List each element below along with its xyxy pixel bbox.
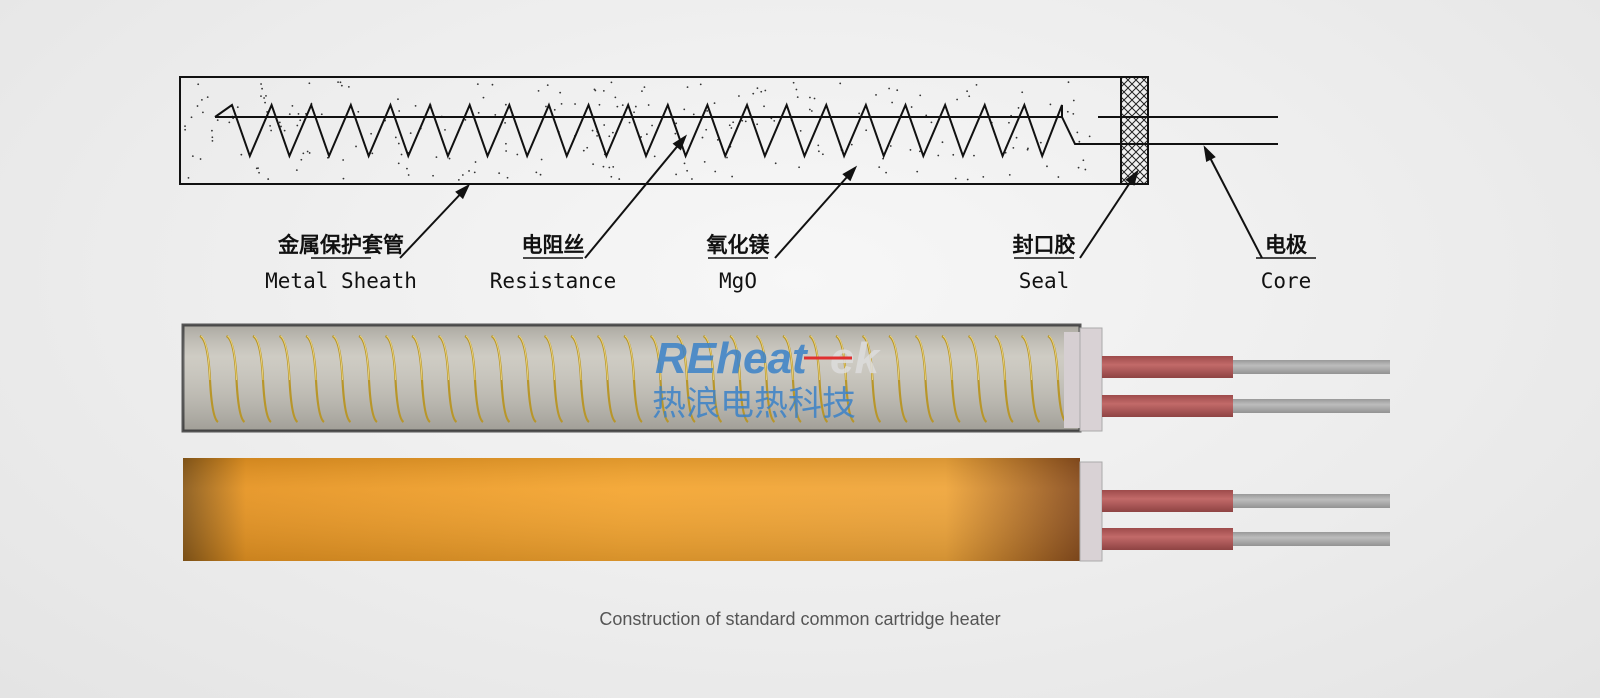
copper-pin	[1102, 528, 1233, 550]
schematic: 金属保护套管 Metal Sheath 电阻丝 Resistance 氧化镁 MgO 封口胶…	[179, 76, 1316, 293]
lead-wire	[1233, 494, 1390, 508]
heater-heated	[183, 458, 1390, 562]
heater-cutaway: REheat ek 热浪电热科技	[181, 323, 1390, 433]
label-resistance: 电阻丝 Resistance	[490, 233, 616, 293]
label-en: MgO	[719, 269, 757, 293]
figure-caption: Construction of standard common cartridg…	[599, 609, 1001, 629]
end-cap	[1064, 332, 1080, 428]
label-core: 电极 Core	[1261, 233, 1312, 293]
label-mgo: 氧化镁 MgO	[707, 233, 771, 293]
copper-pin	[1102, 356, 1233, 378]
label-en: Resistance	[490, 269, 616, 293]
svg-text:REheat: REheat	[655, 334, 809, 383]
resistance-coil	[214, 102, 1063, 159]
copper-pin	[1102, 395, 1233, 417]
label-zh: 金属保护套管	[277, 233, 404, 257]
end-cap	[1079, 327, 1103, 432]
seal	[1120, 76, 1149, 185]
arrow-head-icon	[842, 165, 858, 182]
arrow-head-icon	[672, 134, 688, 151]
leader-line	[584, 136, 686, 259]
label-en: Seal	[1019, 269, 1070, 293]
heating-coil	[199, 335, 1067, 423]
copper-pin	[1102, 490, 1233, 512]
label-seal: 封口胶 Seal	[1013, 233, 1076, 293]
watermark-logo: REheat ek 热浪电热科技	[652, 334, 881, 424]
lead-wire	[1233, 399, 1390, 413]
arrow-head-icon	[1125, 169, 1139, 186]
leader-line	[774, 167, 856, 259]
core-wire	[1061, 116, 1278, 145]
label-zh: 氧化镁	[707, 233, 771, 257]
label-en: Metal Sheath	[265, 269, 417, 293]
arrow-head-icon	[455, 183, 471, 200]
label-metal-sheath: 金属保护套管 Metal Sheath	[265, 233, 417, 293]
lead-wire	[1233, 360, 1390, 374]
label-zh: 电阻丝	[522, 233, 585, 257]
leader-line	[1204, 147, 1263, 259]
leader-line	[1079, 171, 1138, 259]
arrow-head-icon	[1203, 145, 1216, 163]
svg-text:热浪电热科技: 热浪电热科技	[652, 384, 856, 424]
label-zh: 封口胶	[1013, 233, 1076, 257]
label-en: Core	[1261, 269, 1312, 293]
label-zh: 电极	[1265, 233, 1308, 257]
leader-line	[399, 185, 469, 259]
lead-wire	[1233, 532, 1390, 546]
metal-sheath	[179, 76, 1149, 185]
end-cap	[1079, 461, 1103, 562]
